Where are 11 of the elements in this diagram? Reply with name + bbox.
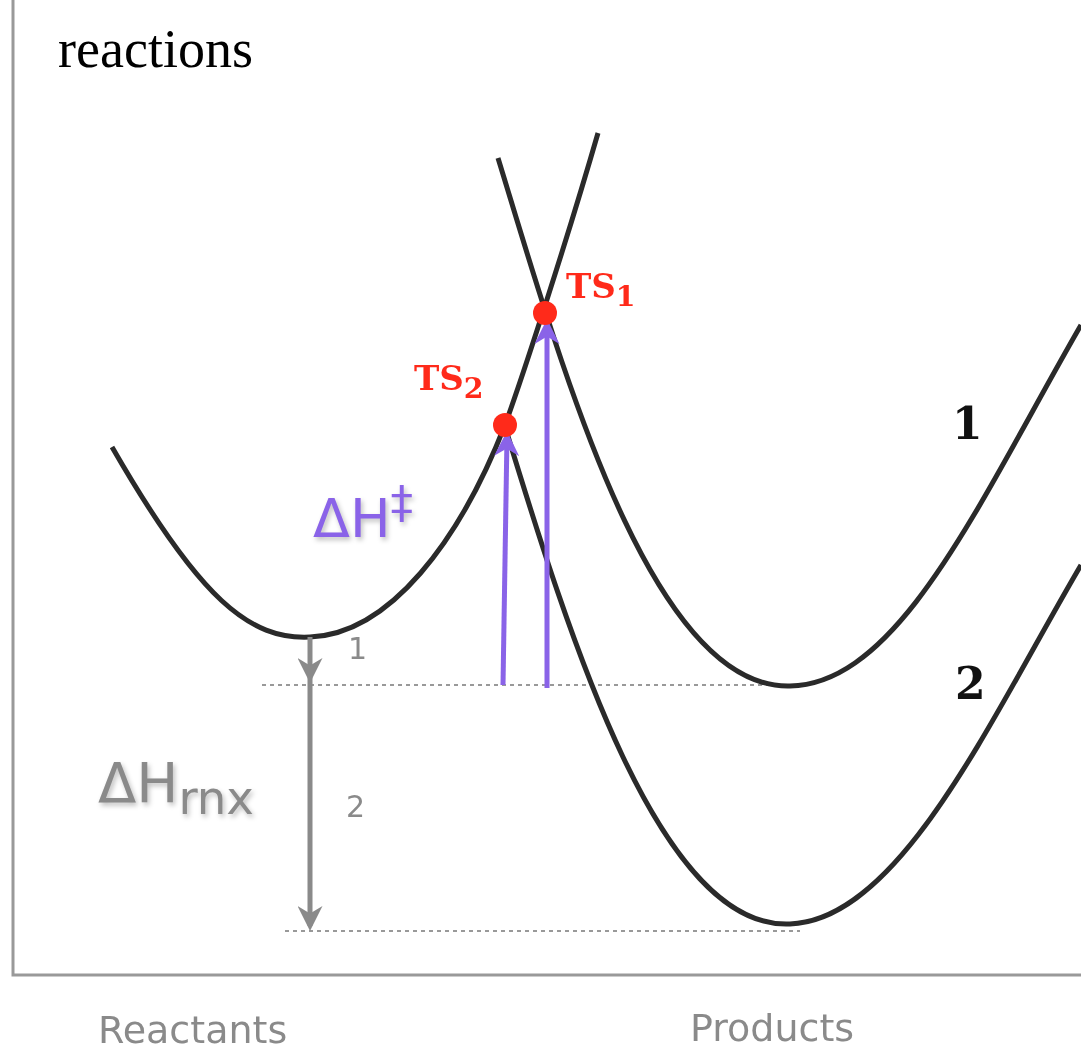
title: reactions — [58, 18, 253, 80]
curve-label: 1 — [952, 400, 983, 449]
curve-label: 2 — [955, 660, 986, 709]
reaction-enthalpy-label: ΔH$_{rnx}$ — [98, 752, 254, 825]
step-number: 2 — [346, 790, 366, 823]
axis-label: Products — [690, 1008, 855, 1050]
transition-state-label: TS$_{2}$ — [414, 360, 484, 404]
activation-enthalpy-label: ΔH$^{‡}$ — [313, 478, 414, 549]
step-number: 1 — [348, 632, 368, 665]
transition-state-label: TS$_{1}$ — [566, 268, 636, 312]
axis-label: Reactants — [98, 1010, 288, 1052]
